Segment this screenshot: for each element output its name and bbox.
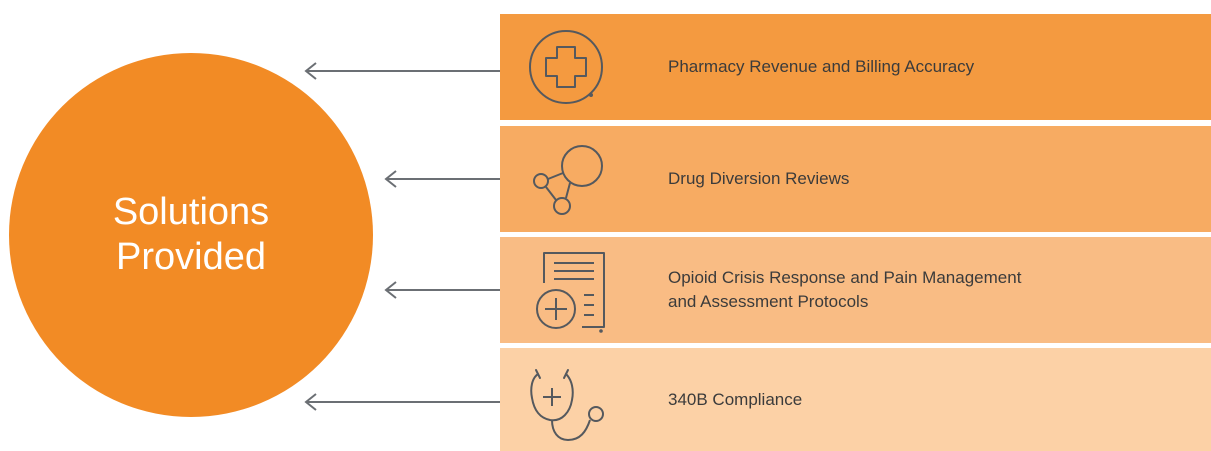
medical-cross-icon: [529, 30, 603, 104]
circle-title-line-1: Solutions: [112, 191, 270, 233]
item-label: Opioid Crisis Response and Pain Manageme…: [668, 237, 1168, 343]
band-opioid-response: Opioid Crisis Response and Pain Manageme…: [500, 237, 1211, 343]
band-340b-compliance: 340B Compliance: [500, 348, 1211, 451]
arrow-3: [384, 281, 503, 299]
circle-title: Solutions Provided: [113, 190, 269, 280]
stethoscope-icon: [530, 369, 604, 442]
circle-title-line-2: Provided: [116, 236, 266, 278]
solutions-circle: Solutions Provided: [9, 53, 373, 417]
molecule-icon: [533, 145, 603, 215]
medical-document-icon: [536, 252, 605, 333]
arrow-2: [384, 170, 503, 188]
item-label-line-2: and Assessment Protocols: [668, 292, 869, 311]
arrow-4: [304, 393, 503, 411]
band-pharmacy-revenue: Pharmacy Revenue and Billing Accuracy: [500, 14, 1211, 120]
item-label: 340B Compliance: [668, 389, 803, 409]
item-label-line-1: Opioid Crisis Response and Pain Manageme…: [668, 268, 1022, 287]
item-label: Drug Diversion Reviews: [668, 169, 850, 188]
band-drug-diversion: Drug Diversion Reviews: [500, 126, 1211, 232]
item-label: Pharmacy Revenue and Billing Accuracy: [668, 57, 975, 76]
arrow-1: [304, 62, 503, 80]
